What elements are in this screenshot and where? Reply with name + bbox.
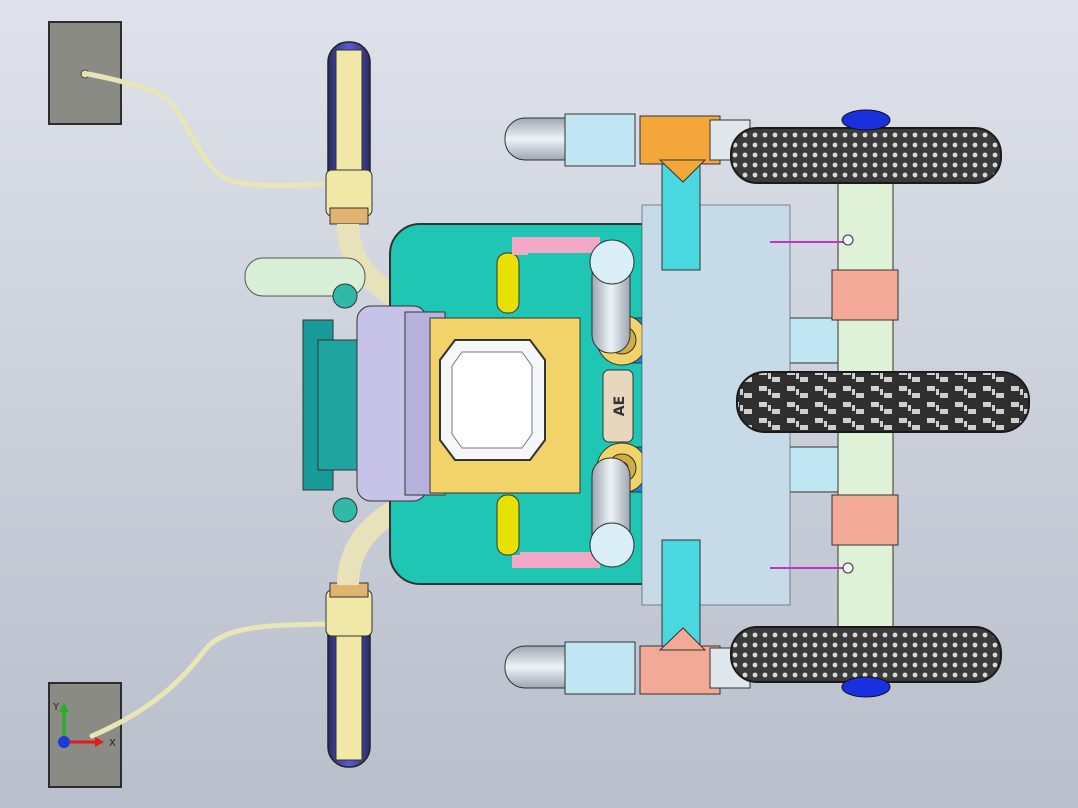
- side-fitting-bottom: [332, 497, 358, 523]
- wheel-center[interactable]: [736, 371, 1030, 433]
- x-arrow-icon: [95, 737, 104, 747]
- pump-head[interactable]: [302, 305, 581, 502]
- elbow-bottom: [589, 522, 635, 568]
- elbow-top: [589, 239, 635, 285]
- pink-hose-top: [512, 237, 600, 255]
- side-pipe-left: [244, 257, 366, 297]
- z-axis-icon: [58, 736, 70, 748]
- remote-control-box-bottom[interactable]: [48, 682, 122, 788]
- control-cable-top: [85, 71, 333, 189]
- x-axis-label: X: [109, 738, 116, 749]
- wheel-top[interactable]: [730, 109, 1002, 184]
- remote-control-box-top[interactable]: [48, 21, 122, 125]
- wire-top-end: [842, 234, 854, 246]
- brand-badge-text: AE: [612, 396, 628, 416]
- frame-block: [641, 204, 791, 606]
- inlet-pipe-top[interactable]: [504, 113, 751, 183]
- lever-top[interactable]: [496, 252, 520, 314]
- wire-bottom-end: [842, 562, 854, 574]
- control-cable-bottom: [89, 621, 333, 739]
- lever-bottom[interactable]: [496, 494, 520, 556]
- y-arrow-icon: [59, 703, 69, 712]
- handle-grip-bottom[interactable]: [325, 582, 373, 768]
- inlet-pipe-bottom[interactable]: [504, 627, 751, 695]
- y-axis-label: Y: [52, 702, 60, 713]
- side-fitting-top: [332, 283, 358, 309]
- brand-badge: AE: [602, 369, 634, 443]
- axle-collar-bottom: [831, 494, 899, 546]
- coordinate-triad: X Y: [52, 702, 116, 749]
- handle-grip-top[interactable]: [325, 41, 373, 225]
- pink-hose-bottom: [512, 552, 600, 568]
- axle-collar-top: [831, 269, 899, 321]
- wheel-bottom[interactable]: [730, 626, 1002, 698]
